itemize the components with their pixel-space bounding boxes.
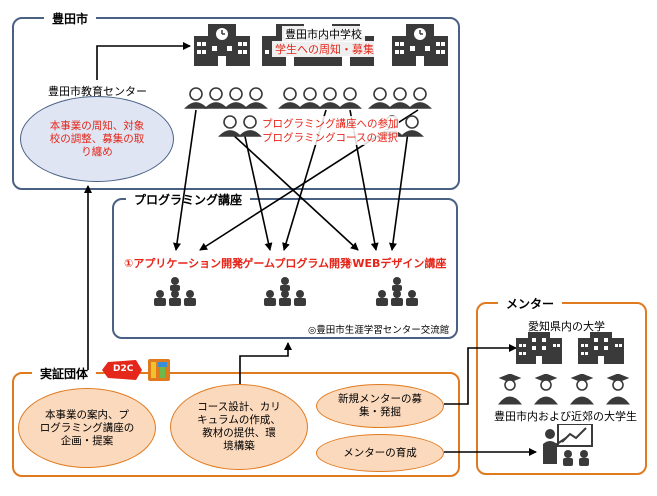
demo-curriculum-text: 境構築 [223,440,255,452]
students-icon [184,87,432,137]
edu-center-text: 本事業の周知、対象 [49,119,145,132]
demo-group-frame [12,372,460,477]
toyota-city-frame [12,17,460,190]
demo-curriculum-text: キュラムの作成、 [197,414,281,426]
edu-center-ellipse: 本事業の周知、対象 校の調整、募集の取 り纏め [20,96,174,182]
course-app-dev: ①アプリケーション開発 [124,257,244,270]
d2c-logo-text: D2C [113,364,134,374]
demo-curriculum-text: 教材の提供、環 [202,427,276,439]
demo-proposal-text: ログラミング講座の [39,421,135,434]
demo-curriculum-ellipse: コース設計、カリ キュラムの作成、 教材の提供、環 境構築 [170,384,308,470]
demo-train-mentor-text: メンターの育成 [343,446,417,459]
graduate-students-icon [497,374,631,405]
edu-center-text: り纏め [81,145,113,158]
demo-group-title: 実証団体 [32,365,97,382]
university-students-label: 豊田市内および近郊の大学生 [494,410,637,423]
teaching-icon [543,424,593,466]
demo-recruit-mentor-text: 新規メンターの募 [338,393,422,405]
demo-recruit-mentor-ellipse: 新規メンターの募 集・発掘 [316,384,444,428]
classroom-icon [376,277,418,306]
edu-center-label: 豊田市教育センター [48,85,147,98]
venue-label: ◎豊田市生涯学習センター交流館 [308,325,450,336]
university-building-icon [516,332,624,364]
demo-proposal-ellipse: 本事業の案内、プ ログラミング講座の 企画・提案 [18,388,156,468]
demo-proposal-text: 本事業の案内、プ [45,408,129,421]
programming-course-title: プログラミング講座 [126,191,251,208]
classroom-icon [154,277,196,306]
lt-logo [148,359,170,381]
d2c-logo: D2C [102,360,142,380]
school-building-icon [194,24,250,66]
schools-action-label: 学生への周知・募集 [272,41,377,57]
toyota-city-title: 豊田市 [44,10,97,27]
demo-curriculum-text: コース設計、カリ [197,401,281,413]
student-action-1: プログラミング講座への参加 [262,116,399,131]
student-action-2: プログラミングコースの選択 [262,130,398,145]
demo-recruit-mentor-text: 集・発掘 [359,406,401,418]
mentor-title: メンター [498,295,563,312]
classroom-icon [264,277,306,306]
demo-proposal-text: 企画・提案 [60,434,114,447]
demo-train-mentor-ellipse: メンターの育成 [316,434,444,472]
schools-label: 豊田市内中学校 [282,26,365,42]
edu-center-text: 校の調整、募集の取 [49,132,145,145]
course-game-dev: ②ゲームプログラム開発 [233,257,351,270]
programming-course-frame [112,198,458,339]
course-web-design: ③WEBデザイン講座 [343,257,447,270]
school-building-icon [392,24,448,66]
university-label: 愛知県内の大学 [528,320,605,333]
